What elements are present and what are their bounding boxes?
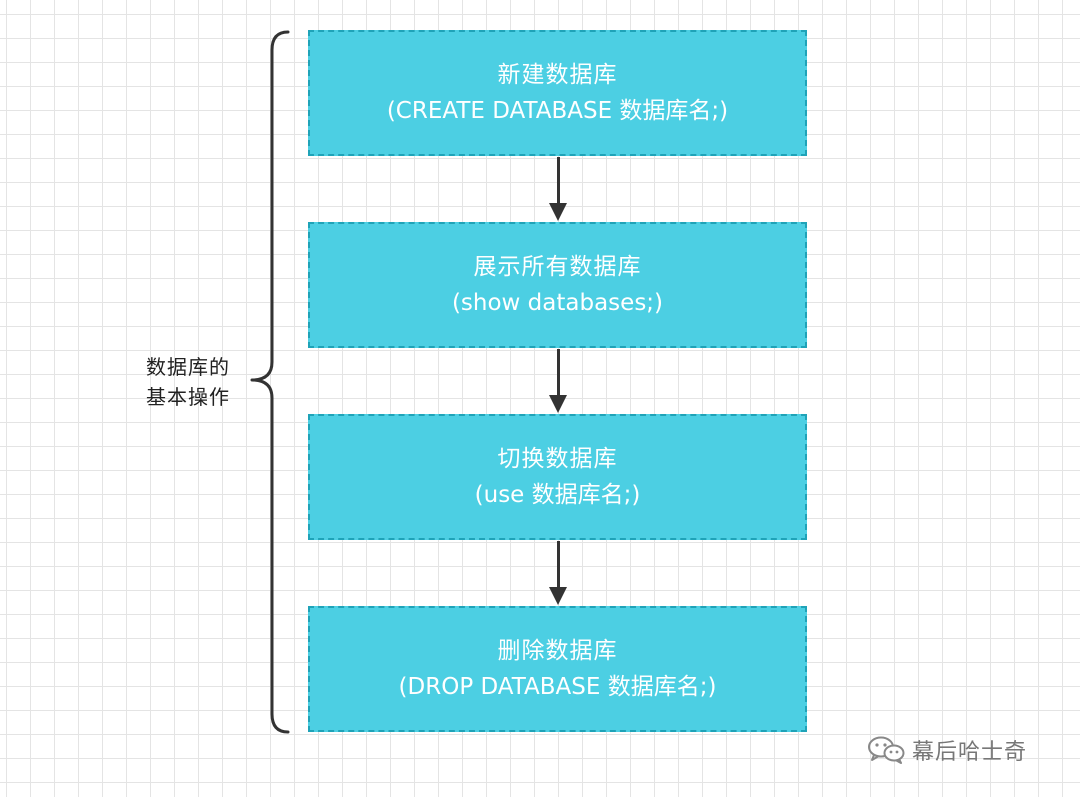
step-drop-database: 删除数据库 (DROP DATABASE 数据库名;) (308, 606, 807, 732)
step-title: 展示所有数据库 (473, 254, 642, 280)
step-command: (show databases;) (451, 290, 664, 316)
step-command: (CREATE DATABASE 数据库名;) (386, 98, 729, 124)
group-label: 数据库的 基本操作 (146, 352, 258, 412)
flow-arrow-3 (549, 541, 567, 605)
step-title: 切换数据库 (497, 446, 618, 472)
watermark: 幕后哈士奇 (866, 732, 1027, 768)
wechat-icon (868, 736, 905, 764)
step-title: 新建数据库 (497, 62, 618, 88)
step-command: (use 数据库名;) (474, 482, 641, 508)
watermark-text: 幕后哈士奇 (912, 740, 1028, 765)
group-label-line1: 数据库的 (146, 355, 230, 379)
group-label-line2: 基本操作 (146, 385, 230, 409)
step-use-database: 切换数据库 (use 数据库名;) (308, 414, 807, 540)
flow-arrow-2 (549, 349, 567, 413)
step-show-databases: 展示所有数据库 (show databases;) (308, 222, 807, 348)
arrow-head-icon (549, 587, 567, 605)
flow-arrow-1 (549, 157, 567, 221)
arrow-head-icon (549, 395, 567, 413)
step-create-database: 新建数据库 (CREATE DATABASE 数据库名;) (308, 30, 807, 156)
arrow-head-icon (549, 203, 567, 221)
step-command: (DROP DATABASE 数据库名;) (398, 674, 717, 700)
step-title: 删除数据库 (497, 638, 618, 664)
